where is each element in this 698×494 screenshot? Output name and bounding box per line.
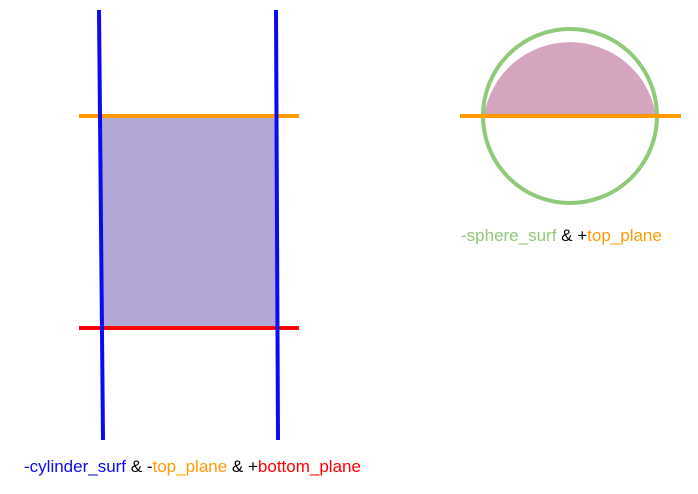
left-region-caption: -cylinder_surf & -top_plane & +bottom_pl… — [24, 458, 361, 475]
operator-label: & + — [556, 226, 588, 245]
right-region-caption: -sphere_surf & +top_plane — [461, 227, 662, 244]
cylinder-surf-label: -cylinder_surf — [24, 457, 127, 476]
operator-label: & - — [126, 457, 153, 476]
top-plane-label: top_plane — [152, 457, 228, 476]
operator-label: & + — [227, 457, 258, 476]
top-plane-label: top_plane — [587, 226, 662, 245]
sphere-region — [484, 42, 656, 116]
cylinder-left-wall — [97, 9, 105, 441]
bottom-plane-label: bottom_plane — [257, 457, 361, 476]
cylinder-right-wall — [274, 9, 280, 441]
sphere-surf-label: -sphere_surf — [461, 226, 557, 245]
cylinder-region — [101, 116, 277, 328]
